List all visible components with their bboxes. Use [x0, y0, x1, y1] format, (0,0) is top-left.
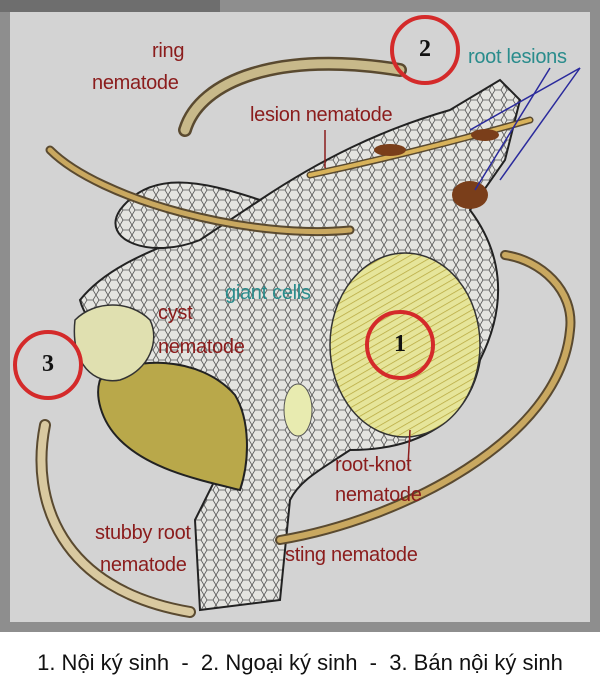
- stubby-root-label-line2: nematode: [100, 554, 187, 576]
- marker-3-label: 3: [42, 351, 54, 377]
- nematodes: [35, 56, 576, 618]
- sting-nematode-label: sting nematode: [285, 544, 418, 566]
- giant-cells: [283, 383, 313, 437]
- marker-ring-1: [365, 310, 435, 380]
- nematode-root-diagram: [13, 15, 581, 618]
- frame-top-strip: [0, 0, 220, 12]
- cyst-eggs: [73, 304, 155, 382]
- root-lesions-label: root lesions: [468, 46, 567, 68]
- marker-1-label: 1: [394, 331, 406, 357]
- ring-nematode-fill: [180, 59, 405, 135]
- pointer-lines: [469, 67, 581, 191]
- cyst: [97, 361, 248, 492]
- lesion-nematode-label: lesion nematode: [250, 104, 393, 126]
- cyst-label-line2: nematode: [158, 336, 245, 358]
- giant-cells-label: giant cells: [225, 282, 311, 304]
- cyst-label-line1: cyst: [158, 302, 193, 324]
- root-knot-label-line2: nematode: [335, 484, 422, 506]
- root-lesion-spots: [374, 129, 499, 209]
- root-knot-label-line1: root-knot: [335, 454, 412, 476]
- root-knot-gall: [329, 252, 481, 438]
- marker-ring-3: [13, 330, 83, 400]
- marker-2-label: 2: [419, 36, 431, 62]
- label-leaders: [324, 130, 411, 466]
- ring-label-line2: nematode: [92, 72, 179, 94]
- stubby-root-label-line1: stubby root: [95, 522, 191, 544]
- ring-label-line1: ring: [152, 40, 185, 62]
- caption: 1. Nội ký sinh - 2. Ngoại ký sinh - 3. B…: [37, 650, 563, 675]
- marker-ring-2: [390, 15, 460, 85]
